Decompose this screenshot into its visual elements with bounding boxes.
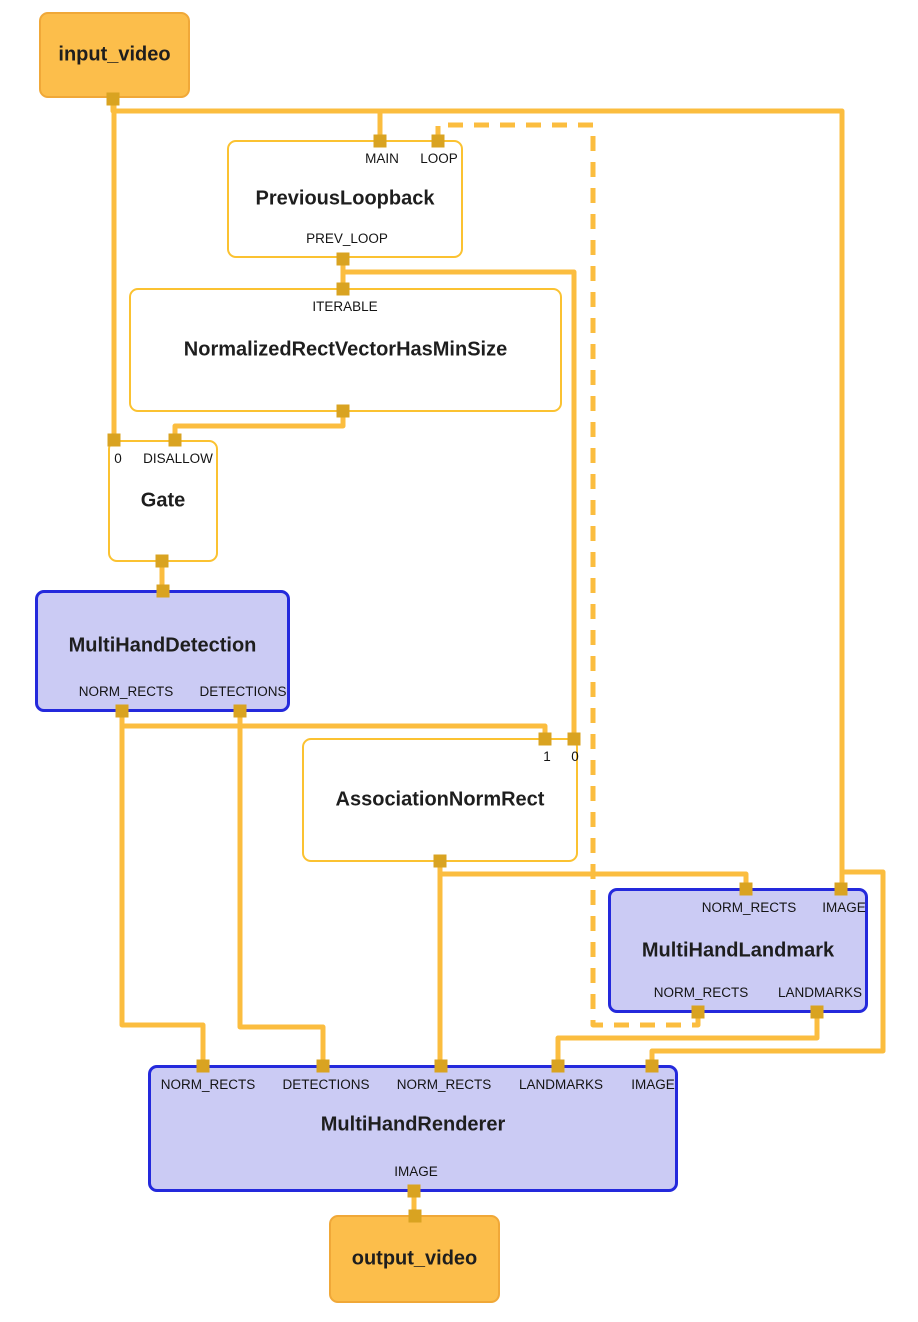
port-label-norm-rects-1: NORM_RECTS: [160, 1077, 256, 1092]
port-label-detections: DETECTIONS: [199, 684, 287, 699]
node-title: MultiHandRenderer: [320, 1113, 506, 1136]
node-title: Gate: [140, 489, 186, 512]
port-label-detections: DETECTIONS: [282, 1077, 370, 1092]
port-label-norm-rects: NORM_RECTS: [78, 684, 174, 699]
edge-landmark-landmarks-to-renderer: [555, 1012, 820, 1066]
port-label-0: 0: [114, 451, 122, 466]
port-label-image-in: IMAGE: [631, 1077, 675, 1092]
port-label-landmarks: LANDMARKS: [518, 1077, 604, 1092]
node-output-video[interactable]: output_video: [329, 1215, 500, 1303]
node-title: NormalizedRectVectorHasMinSize: [183, 338, 508, 361]
node-title: input_video: [58, 43, 171, 66]
edge-association-to-landmark-normrects: [440, 871, 749, 889]
node-input-video[interactable]: input_video: [39, 12, 190, 98]
node-normalized-rect-vector-has-min-size[interactable]: ITERABLE NormalizedRectVectorHasMinSize: [129, 288, 562, 412]
port-label-disallow: DISALLOW: [143, 451, 213, 466]
port-label-loop: LOOP: [420, 151, 458, 166]
node-multi-hand-renderer[interactable]: NORM_RECTS DETECTIONS NORM_RECTS LANDMAR…: [148, 1065, 678, 1192]
port-label-0: 0: [571, 749, 579, 764]
port-label-image-out: IMAGE: [394, 1164, 438, 1179]
node-association-norm-rect[interactable]: 1 0 AssociationNormRect: [302, 738, 579, 862]
node-title: AssociationNormRect: [335, 788, 545, 811]
port-label-image-in: IMAGE: [822, 900, 866, 915]
port-label-norm-rects-out: NORM_RECTS: [653, 985, 749, 1000]
node-title: output_video: [351, 1247, 478, 1270]
port-label-prev-loop: PREV_LOOP: [306, 231, 388, 246]
port-label-landmarks-out: LANDMARKS: [777, 985, 863, 1000]
port-label-main: MAIN: [365, 151, 399, 166]
node-gate[interactable]: 0 DISALLOW Gate: [108, 440, 218, 562]
port-label-norm-rects-in: NORM_RECTS: [701, 900, 797, 915]
port-label-norm-rects-2: NORM_RECTS: [396, 1077, 492, 1092]
edge-minsize-to-gate-disallow: [172, 411, 346, 440]
node-multi-hand-detection[interactable]: MultiHandDetection NORM_RECTS DETECTIONS: [35, 590, 290, 712]
node-multi-hand-landmark[interactable]: NORM_RECTS IMAGE MultiHandLandmark NORM_…: [608, 888, 868, 1013]
node-title: PreviousLoopback: [255, 187, 435, 210]
node-previous-loopback[interactable]: MAIN LOOP PreviousLoopback PREV_LOOP: [227, 140, 463, 258]
node-title: MultiHandLandmark: [641, 939, 835, 961]
node-title: MultiHandDetection: [68, 634, 257, 657]
edge-detection-normrects-to-renderer: [119, 711, 206, 1066]
port-label-iterable: ITERABLE: [312, 299, 378, 314]
port-label-1: 1: [543, 749, 551, 764]
